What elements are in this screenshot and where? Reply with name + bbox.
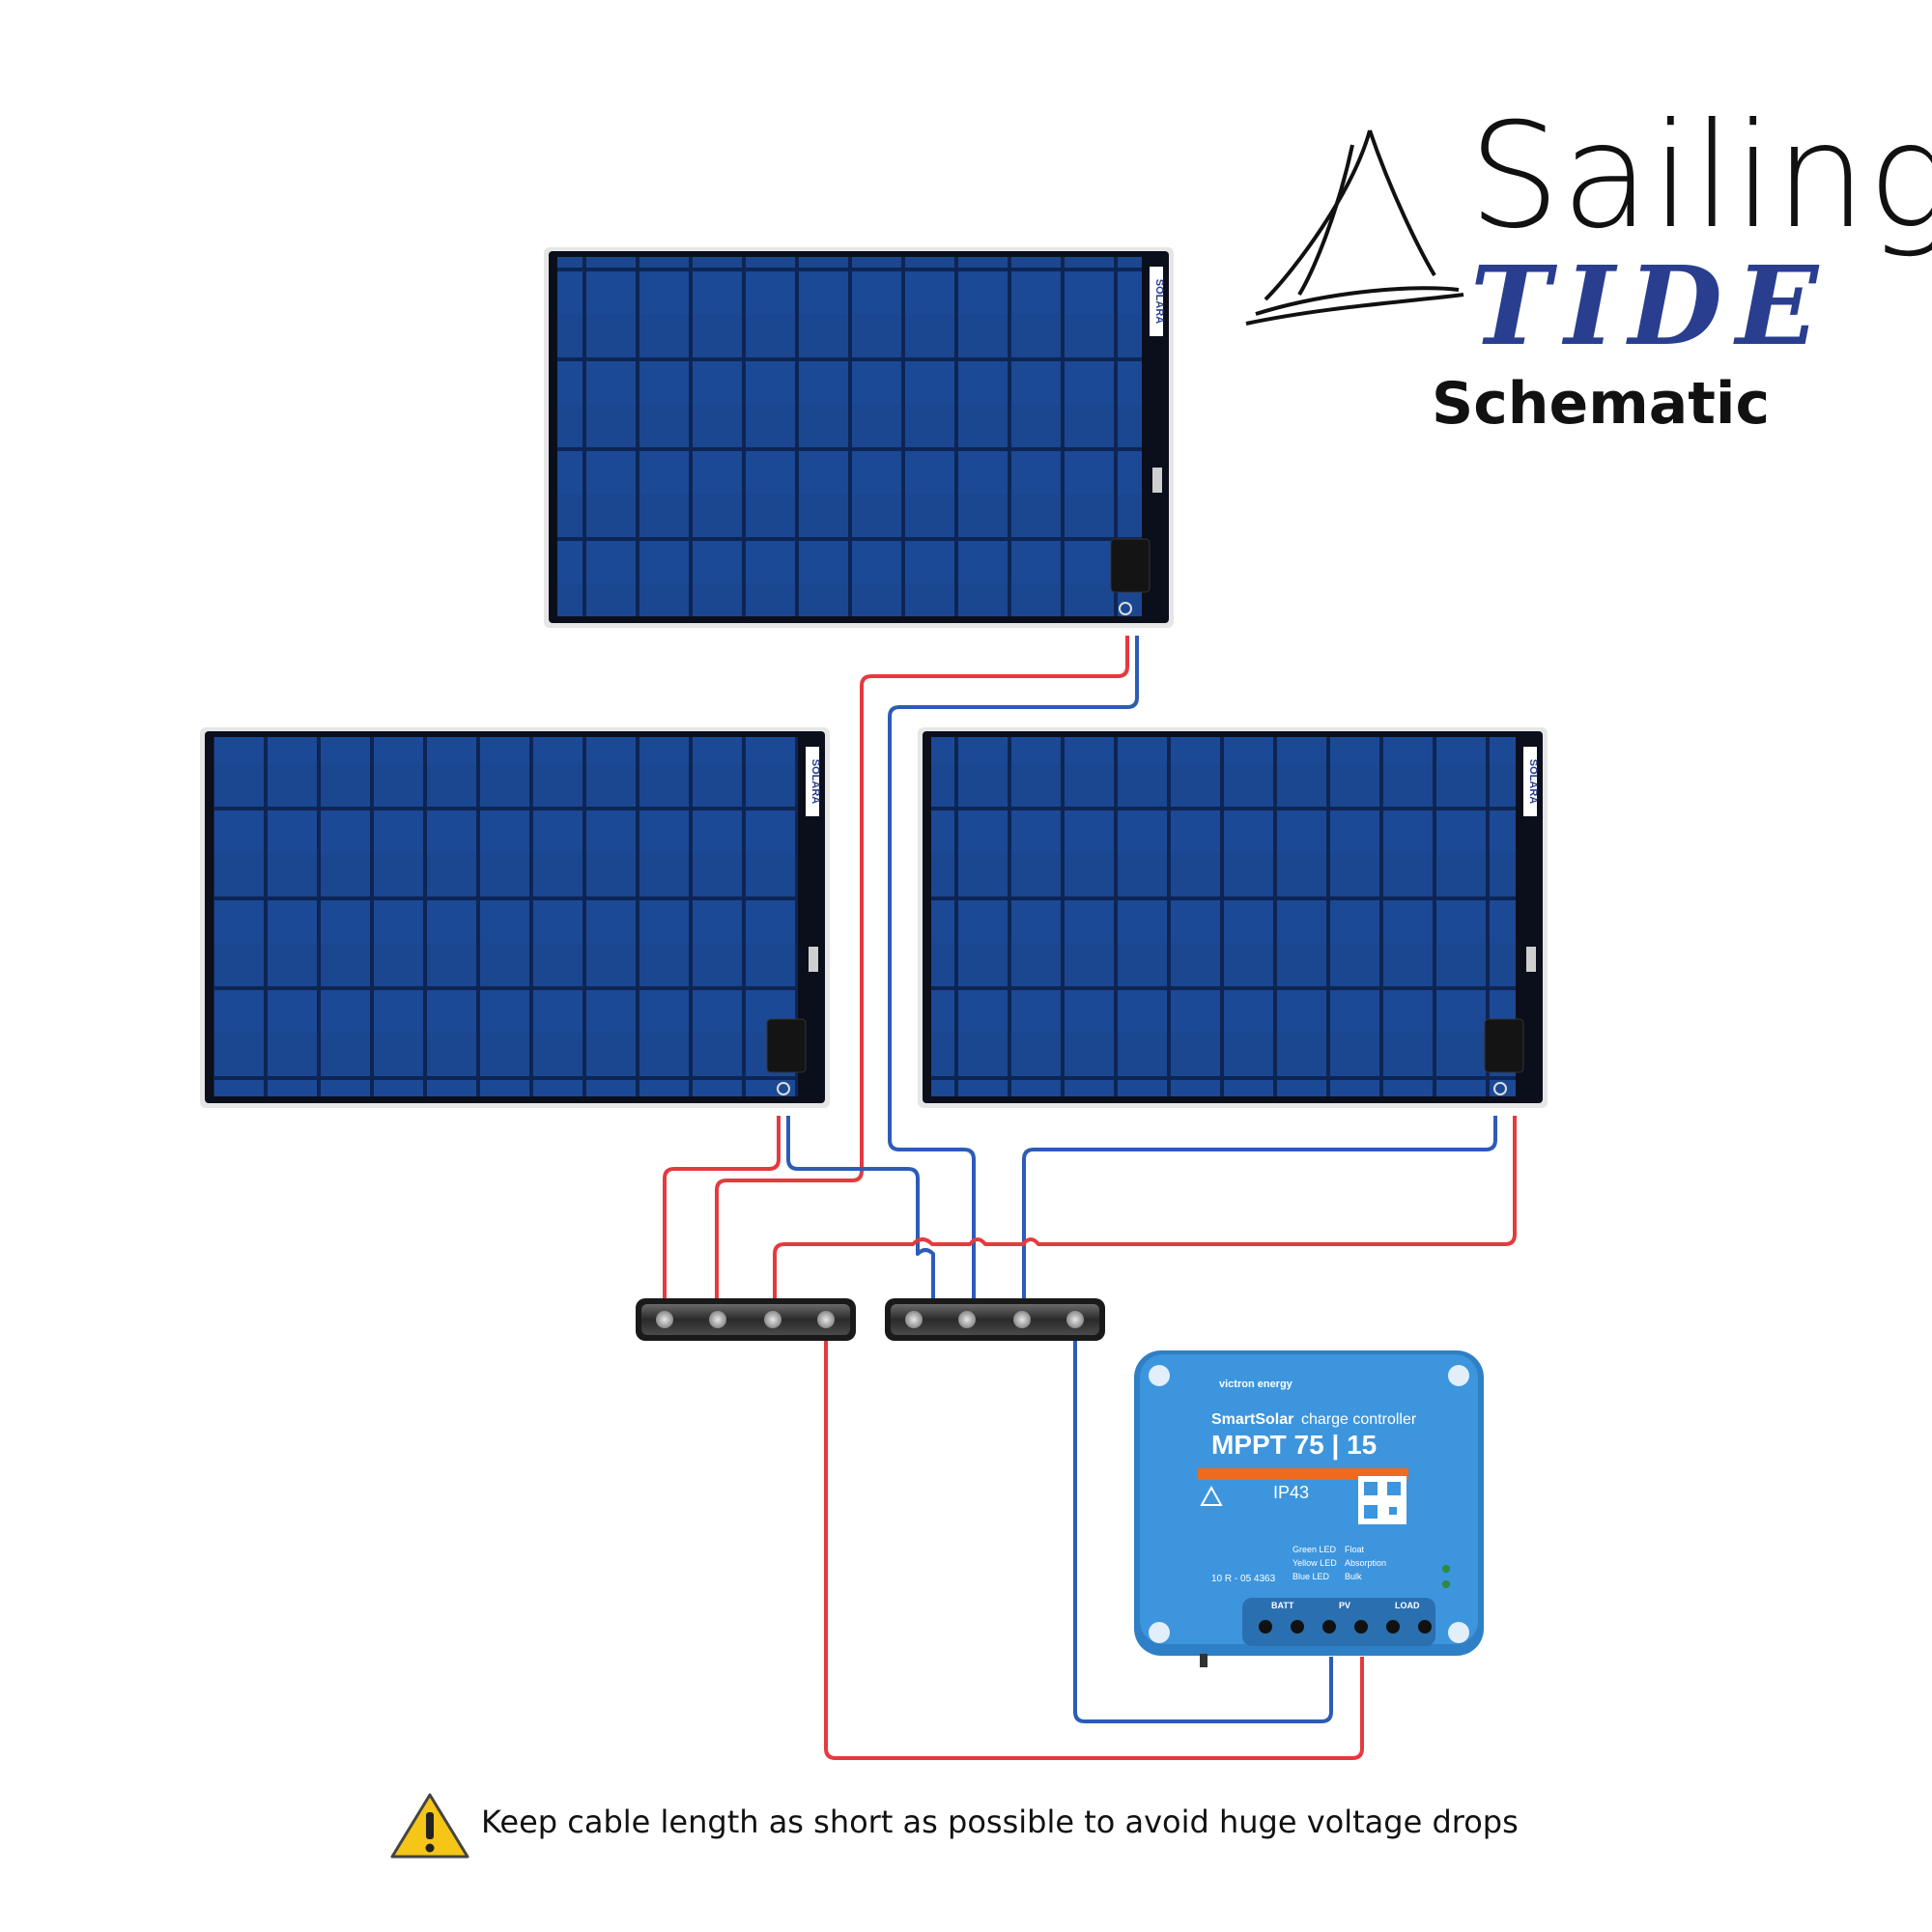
- left-panel-positive-wire: [663, 1116, 781, 1306]
- panel-brand-label: SOLARA: [1153, 279, 1165, 325]
- controller-terminal-batt: BATT: [1271, 1601, 1294, 1610]
- controller-led-green: Green LED: [1293, 1545, 1337, 1554]
- solar-panel-left: SOLARA: [200, 727, 830, 1108]
- top-panel-positive-wire: [715, 636, 1129, 1306]
- positive-busbar: [636, 1298, 856, 1341]
- controller-ip-rating: IP43: [1273, 1483, 1310, 1502]
- wiring: [663, 636, 1517, 1760]
- top-panel-negative-wire: [888, 636, 1139, 1306]
- controller-terminal-load: LOAD: [1395, 1601, 1420, 1610]
- right-panel-positive-wire: [773, 1116, 1517, 1306]
- panel-brand-label: SOLARA: [810, 759, 821, 805]
- controller-orange-stripe: [1198, 1468, 1408, 1480]
- controller-model: MPPT 75 | 15: [1211, 1430, 1378, 1460]
- mppt-charge-controller: [1134, 1350, 1484, 1667]
- right-panel-negative-wire: [1022, 1116, 1497, 1306]
- page-title: Schematic: [1432, 370, 1771, 438]
- controller-name-suffix: charge controller: [1301, 1411, 1417, 1428]
- controller-led-yellow: Yellow LED: [1293, 1558, 1337, 1568]
- panel-brand-label: SOLARA: [1527, 759, 1539, 805]
- controller-led-yellow-state: Absorption: [1345, 1558, 1387, 1568]
- controller-led-blue: Blue LED: [1293, 1572, 1330, 1581]
- controller-led-blue-state: Bulk: [1345, 1572, 1362, 1581]
- controller-terminal-pv: PV: [1339, 1601, 1351, 1610]
- controller-brand: victron energy: [1219, 1378, 1293, 1390]
- terminal-block: [1242, 1598, 1435, 1646]
- logo-tide-text: TIDE: [1470, 243, 1833, 370]
- controller-led-green-state: Float: [1345, 1545, 1365, 1554]
- warning-small-icon: [1200, 1485, 1223, 1506]
- sailboat-logo-icon: [1245, 129, 1464, 326]
- negative-busbar: [885, 1298, 1105, 1341]
- solar-panel-top: SOLARA: [544, 247, 1174, 628]
- solar-panel-right: SOLARA: [918, 727, 1548, 1108]
- left-panel-negative-wire: [786, 1116, 935, 1306]
- negative-busbar-to-controller-wire: [1073, 1341, 1333, 1723]
- controller-approval: 10 R - 05 4363: [1211, 1574, 1276, 1584]
- warning-triangle-icon: [390, 1793, 469, 1859]
- logo-sailing-text: Sailing: [1468, 93, 1932, 261]
- warning-text: Keep cable length as short as possible t…: [481, 1804, 1519, 1840]
- positive-busbar-to-controller-wire: [824, 1341, 1364, 1760]
- controller-name-prefix: SmartSolar: [1211, 1411, 1294, 1428]
